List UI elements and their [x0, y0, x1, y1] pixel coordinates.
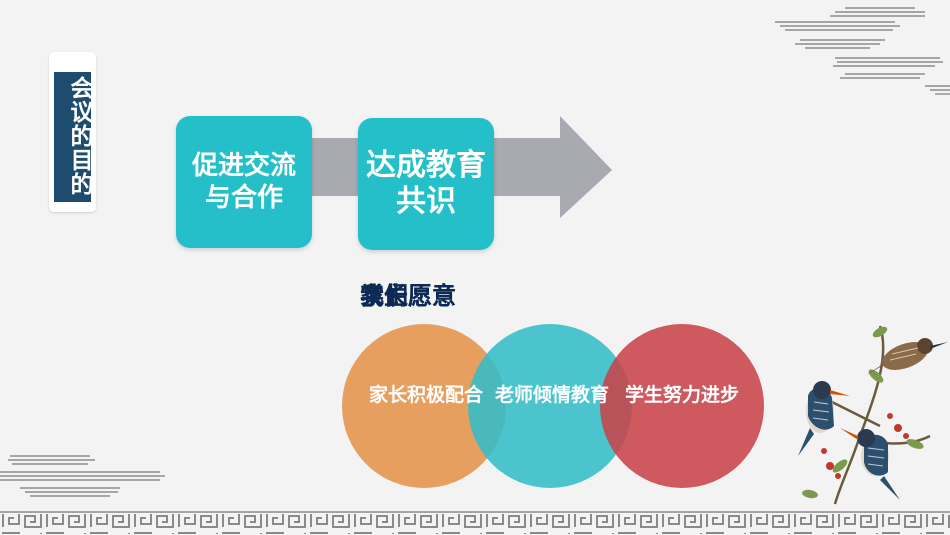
- fret-border-decoration: [0, 511, 950, 534]
- circle-students: [600, 324, 764, 488]
- section-title-tag: 会议的目的: [49, 52, 96, 212]
- overlap-text-2: 家长愿意: [360, 282, 456, 310]
- goal-box-communication: 促进交流与合作: [176, 116, 312, 248]
- title-band: [54, 72, 91, 202]
- circle-label-teachers: 老师倾情教育: [494, 384, 609, 406]
- circle-label-parents: 家长积极配合: [368, 384, 483, 406]
- venn-circles: [342, 324, 764, 488]
- cloud-stripes-decoration-top: [775, 7, 950, 95]
- goal-box-communication-label: 促进交流与合作: [191, 151, 296, 213]
- overlap-text-1: 我们愿意: [360, 282, 456, 310]
- overlap-text-3: 学生愿意: [360, 282, 456, 310]
- kingfisher-birds-illustration: [798, 325, 948, 505]
- goal-box-consensus-label: 达成教育共识: [366, 148, 486, 219]
- goal-box-consensus: 达成教育共识: [358, 118, 494, 250]
- circle-label-students: 学生努力进步: [624, 384, 739, 406]
- cloud-stripes-decoration-bottom: [0, 455, 165, 497]
- circle-parents: [342, 324, 506, 488]
- section-title: 会议的目的: [66, 76, 92, 196]
- circle-teachers: [468, 324, 632, 488]
